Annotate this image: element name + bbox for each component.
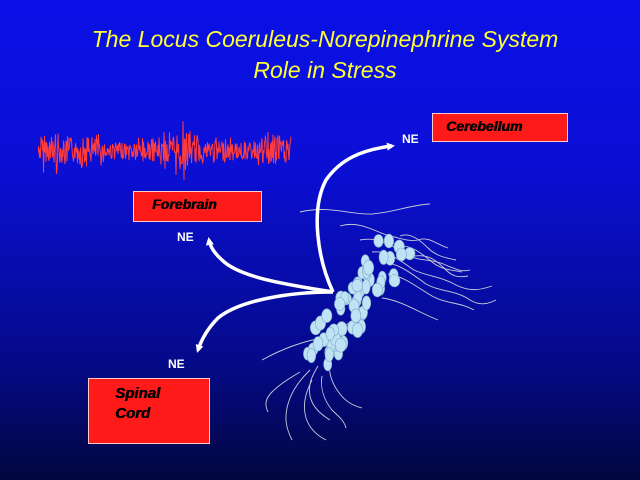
neuron-cell <box>361 279 371 295</box>
spinal-cord-box: Spinal Cord <box>88 378 210 444</box>
arrow-to-forebrain <box>205 237 334 294</box>
neuron-cell <box>321 308 333 323</box>
neuron-cell <box>312 336 324 352</box>
neuron-cell <box>351 278 363 292</box>
spinal-cord-label-line2: Cord <box>115 405 150 422</box>
cerebellum-box: Cerebellum <box>432 113 568 142</box>
arrow-to-cerebellum <box>315 142 395 293</box>
neuron-cluster-icon <box>303 233 416 372</box>
neuron-cell <box>383 233 395 249</box>
neuron-cell <box>363 259 374 276</box>
forebrain-label: Forebrain <box>152 196 217 212</box>
neuron-cell <box>371 282 383 298</box>
neuron-cell <box>373 234 384 248</box>
neuron-cell <box>306 347 317 363</box>
ne-label-forebrain: NE <box>177 230 194 244</box>
neuron-cell <box>324 347 334 363</box>
neuron-cell <box>395 247 407 262</box>
cerebellum-label: Cerebellum <box>446 118 523 134</box>
eeg-trace-icon <box>38 121 292 180</box>
neuron-cell <box>361 295 372 311</box>
slide-title-line1: The Locus Coeruleus-Norepinephrine Syste… <box>91 26 559 52</box>
neuron-cell <box>352 322 363 338</box>
ne-label-cerebellum: NE <box>402 132 419 146</box>
neuron-cell <box>388 274 401 288</box>
neuron-cell <box>334 297 346 311</box>
neuron-cell <box>334 337 347 353</box>
forebrain-box: Forebrain <box>133 191 262 222</box>
ne-label-spinal-cord: NE <box>168 357 185 371</box>
spinal-cord-label-line1: Spinal <box>115 385 161 402</box>
slide-title-line2: Role in Stress <box>253 57 397 83</box>
ne-projection-arrows <box>195 142 395 353</box>
arrow-to-spinal-cord <box>195 290 334 353</box>
neuron-cell <box>325 326 335 341</box>
neuron-cell <box>350 308 362 323</box>
neuron-cell <box>378 249 389 265</box>
